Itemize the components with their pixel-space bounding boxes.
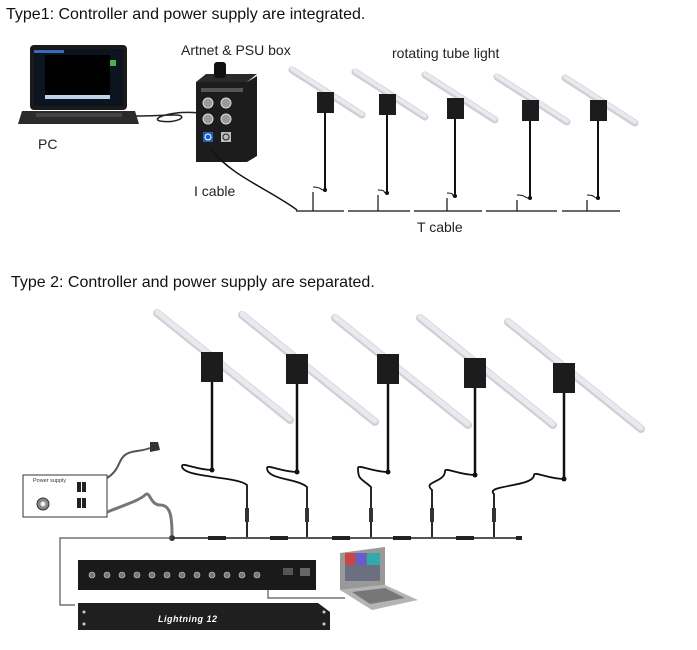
i-cable-label: I cable	[194, 183, 236, 199]
tube-light-label: rotating tube light	[392, 45, 500, 61]
dmx-port	[253, 571, 261, 579]
motor-head	[317, 92, 334, 113]
drop-cable	[428, 469, 476, 538]
controller-front-panel: Lightning 12	[78, 603, 330, 630]
connector	[305, 508, 309, 522]
drop-cable	[377, 189, 388, 194]
pc-laptop	[18, 45, 139, 124]
tube-light-unit	[491, 318, 645, 538]
connector	[369, 508, 373, 522]
motor-head	[522, 100, 539, 121]
motor-head	[286, 354, 308, 384]
tube-light-unit	[238, 311, 379, 538]
tube-light-unit	[561, 74, 639, 211]
connector	[492, 508, 496, 522]
i-cable	[211, 149, 298, 211]
drop-cable	[516, 194, 531, 199]
drop-cable	[181, 464, 248, 538]
connector	[430, 508, 434, 522]
type2-heading: Type 2: Controller and power supply are …	[11, 274, 375, 291]
motor-head	[464, 358, 486, 388]
artnet-psu-box	[196, 62, 257, 162]
dmx-port	[223, 571, 231, 579]
tube-light-unit	[493, 73, 571, 211]
dmx-link-cable	[59, 537, 172, 606]
connector	[245, 508, 249, 522]
dmx-port	[163, 571, 171, 579]
dmx-port	[103, 571, 111, 579]
power-supply-box	[22, 442, 174, 536]
motor-head	[590, 100, 607, 121]
motor-head	[201, 352, 223, 382]
tube-light-unit	[288, 66, 366, 211]
plug-icon	[150, 442, 160, 452]
psu-box-label: Artnet & PSU box	[181, 42, 291, 58]
dmx-port	[88, 571, 96, 579]
tube-light-unit	[421, 71, 499, 211]
ethernet-cable	[134, 111, 201, 123]
motor-head	[379, 94, 396, 115]
drop-cable	[446, 192, 456, 197]
drop-cable	[312, 186, 326, 191]
pc-label: PC	[38, 136, 58, 152]
type1-heading: Type1: Controller and power supply are i…	[6, 6, 366, 23]
drop-cable	[357, 466, 389, 538]
controller-brand-label: Lightning 12	[158, 614, 218, 624]
tube-light-unit	[153, 309, 294, 538]
tube-light-unit	[416, 314, 557, 538]
tube-light-unit	[351, 68, 429, 211]
motor-head	[377, 354, 399, 384]
dmx-port	[238, 571, 246, 579]
dmx-port	[133, 571, 141, 579]
tube-light-unit	[331, 314, 472, 538]
dmx-port	[193, 571, 201, 579]
type2-laptop	[340, 547, 418, 610]
type2-bus-cable	[169, 535, 522, 541]
dmx-port	[208, 571, 216, 579]
drop-cable	[266, 466, 308, 538]
controller-rear-panel	[78, 560, 316, 590]
drop-cable	[491, 473, 565, 538]
drop-cable	[586, 194, 599, 199]
dmx-port	[178, 571, 186, 579]
power-supply-label: Power supply	[33, 478, 67, 484]
dmx-port	[118, 571, 126, 579]
dmx-port	[148, 571, 156, 579]
t-cable-label: T cable	[417, 219, 463, 235]
motor-head	[447, 98, 464, 119]
motor-head	[553, 363, 575, 393]
